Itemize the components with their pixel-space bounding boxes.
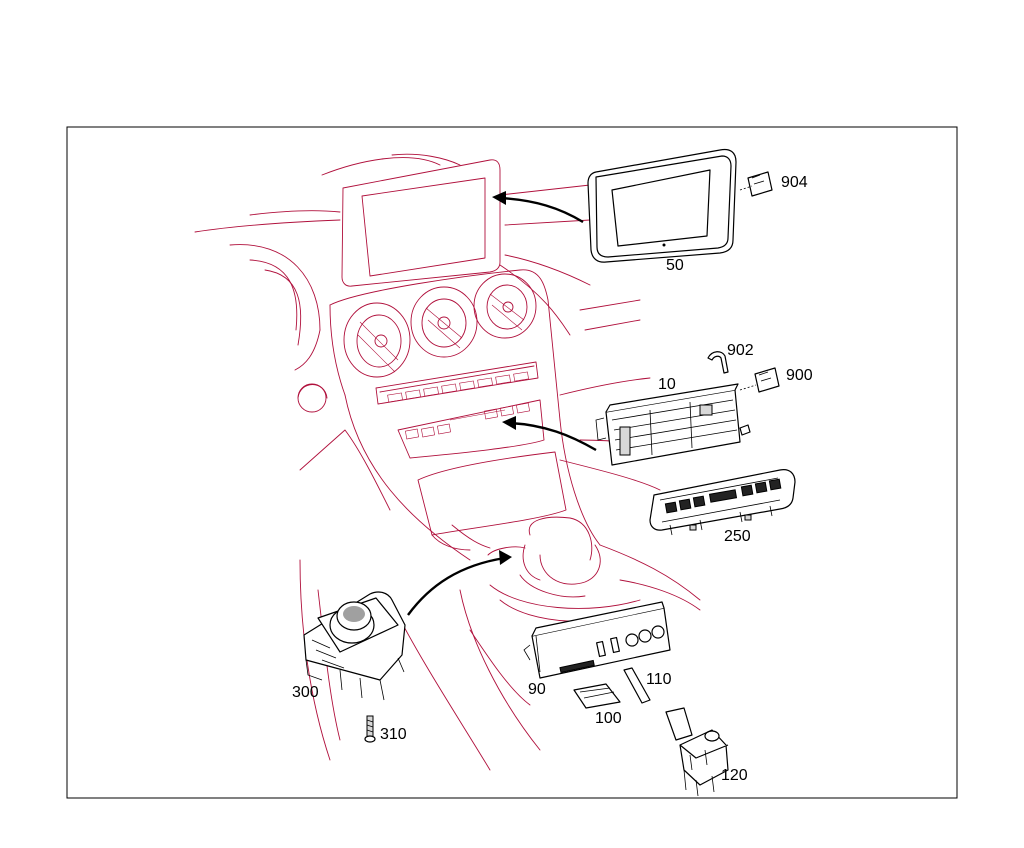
callout-50: 50 — [666, 257, 684, 274]
diagram-frame — [66, 126, 958, 799]
arrow-controller — [407, 550, 512, 616]
callout-250: 250 — [724, 528, 751, 545]
controller-area — [487, 516, 661, 622]
cover-plate-100 — [573, 683, 621, 709]
callout-902: 902 — [727, 342, 754, 359]
callout-900: 900 — [786, 367, 813, 384]
display-unit-50 — [587, 148, 737, 263]
callout-904: 904 — [781, 174, 808, 191]
callout-110: 110 — [646, 671, 672, 688]
callout-300: 300 — [292, 684, 319, 701]
callout-100: 100 — [595, 710, 622, 727]
callout-310: 310 — [380, 726, 407, 743]
climate-panel-250 — [649, 469, 796, 536]
screw-310 — [364, 715, 376, 743]
controller-300 — [303, 591, 406, 701]
connector-904 — [739, 171, 773, 197]
air-vent-right — [473, 273, 537, 339]
cable-902 — [707, 351, 729, 374]
climate-control-recess — [397, 399, 545, 459]
connector-900 — [739, 367, 780, 393]
arrow-display — [492, 191, 584, 224]
air-vent-left — [343, 302, 411, 378]
callout-10: 10 — [658, 376, 676, 393]
button-strip — [375, 361, 539, 405]
switch-panel-90 — [523, 601, 671, 679]
cover-strip-110 — [623, 667, 651, 704]
callout-90: 90 — [528, 681, 546, 698]
air-vent-center — [410, 286, 478, 358]
head-unit-10 — [595, 383, 751, 466]
callout-120: 120 — [721, 767, 748, 784]
arrow-head-unit — [502, 416, 597, 452]
socket-120 — [665, 707, 729, 797]
